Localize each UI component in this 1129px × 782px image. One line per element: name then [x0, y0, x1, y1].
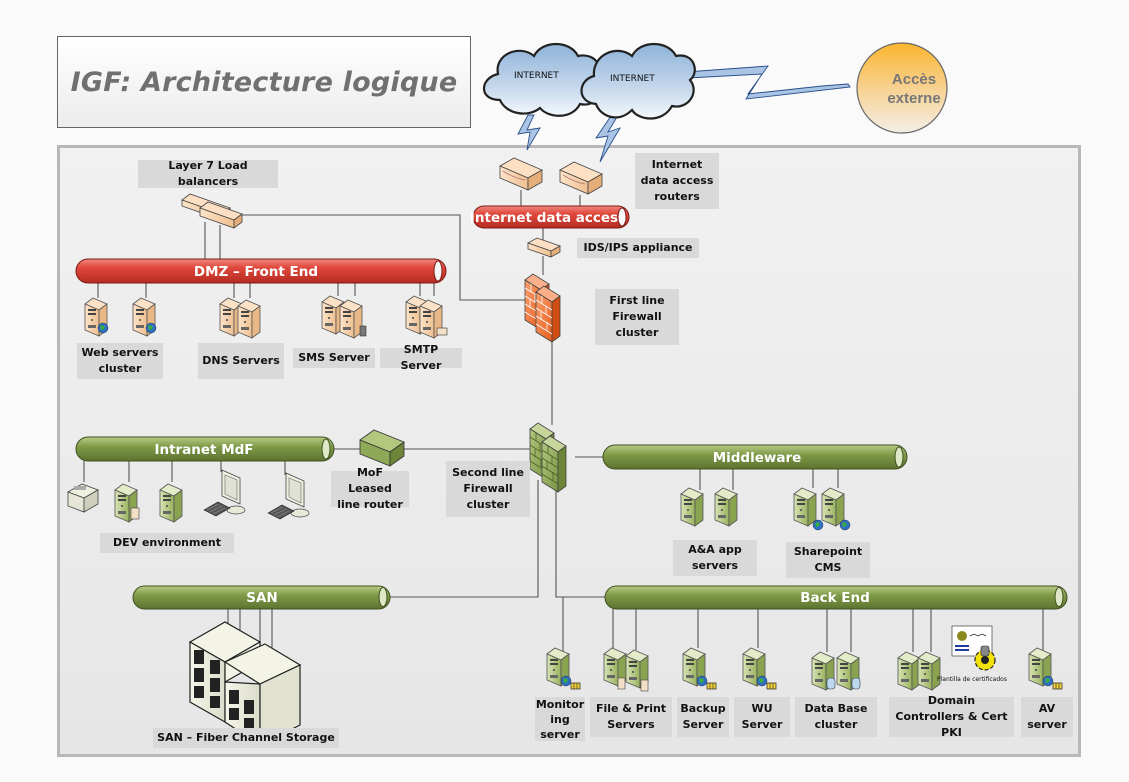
phone-icon [359, 325, 367, 337]
dev-server-icon [159, 483, 183, 523]
firewall-icon [535, 285, 561, 343]
mail-icon [436, 327, 448, 336]
bus-label: Internet data access [470, 210, 626, 226]
label-aa-servers: A&A app servers [673, 540, 757, 576]
lock-icon [1052, 682, 1063, 690]
globe-icon [145, 322, 157, 334]
file-icon [640, 679, 649, 692]
cert-template-label: Plantilla de certificados [937, 676, 1007, 683]
workstation-icon [267, 472, 310, 520]
label-sharepoint: Sharepoint CMS [786, 542, 870, 578]
globe-icon [560, 675, 572, 687]
label-dns-servers: DNS Servers [198, 343, 284, 379]
external-access-node: Accès externe [856, 42, 948, 134]
firewall-icon [541, 435, 567, 493]
label-first-firewall: First line Firewall cluster [595, 289, 679, 345]
printer-icon [67, 483, 99, 513]
database-icon [851, 677, 861, 690]
lock-icon [706, 682, 717, 690]
connection-lines [83, 190, 1044, 660]
label-domain-controllers: Domain Controllers & Cert PKI [889, 694, 1014, 739]
gear-icon [974, 645, 996, 671]
label-web-servers: Web servers cluster [77, 343, 163, 379]
label-internet-routers: Internet data access routers [635, 153, 719, 209]
title-box: IGF: Architecture logique [57, 36, 471, 128]
sms-server-icon [339, 299, 363, 339]
label-dev-environment: DEV environment [100, 533, 234, 553]
internet-router-icon [499, 157, 543, 191]
san-storage-icon [188, 621, 302, 747]
bus-dmz-front-end: DMZ – Front End [75, 258, 447, 284]
mof-router-icon [359, 429, 405, 467]
label-ids-ips: IDS/IPS appliance [577, 238, 699, 258]
globe-icon [756, 675, 768, 687]
label-mof-router: MoF Leased line router [331, 466, 409, 511]
bus-label: SAN [246, 590, 277, 606]
page-title: IGF: Architecture logique [70, 66, 458, 98]
sharepoint-server-icon [821, 487, 845, 527]
label-backup: Backup Server [677, 697, 729, 737]
cloud-label: INTERNET [514, 71, 559, 81]
globe-icon [1042, 675, 1054, 687]
sharepoint-server-icon [793, 487, 817, 527]
cloud-label: INTERNET [610, 74, 655, 84]
globe-icon [97, 322, 109, 334]
load-balancer-icon [181, 193, 243, 229]
label-monitoring: Monitor ing server [535, 697, 585, 741]
workstation-icon [203, 469, 246, 517]
label-second-firewall: Second line Firewall cluster [446, 461, 530, 517]
bus-label: Middleware [713, 450, 802, 466]
globe-icon [696, 675, 708, 687]
label-san-storage: SAN – Fiber Channel Storage [153, 728, 339, 748]
wan-link-lightning [517, 65, 851, 163]
external-access-label-line1: Accès [892, 71, 936, 88]
domain-controller-icon [897, 651, 921, 691]
label-load-balancers: Layer 7 Load balancers [138, 159, 278, 188]
bus-san: SAN [132, 585, 391, 610]
bus-back-end: Back End [604, 585, 1068, 610]
lock-icon [766, 682, 777, 690]
domain-controller-icon [917, 651, 941, 691]
external-access-label-line2: externe [887, 90, 940, 107]
bus-label: Back End [800, 590, 870, 606]
label-smtp-server: SMTP Server [380, 343, 462, 372]
ids-ips-appliance-icon [527, 237, 561, 258]
bus-internet-data-access: Internet data access [470, 205, 630, 229]
lock-icon [570, 682, 581, 690]
label-wu: WU Server [734, 697, 790, 737]
internet-cloud-2: INTERNET [580, 42, 696, 120]
file-icon [130, 507, 140, 520]
label-database: Data Base cluster [795, 697, 877, 737]
label-sms-server: SMS Server [293, 348, 375, 368]
aa-app-server-icon [680, 487, 704, 527]
globe-icon [812, 519, 824, 531]
internet-router-icon [559, 161, 603, 195]
label-av-server: AV server [1021, 697, 1073, 737]
internet-cloud-1: INTERNET [482, 42, 602, 117]
database-icon [826, 677, 836, 690]
aa-app-server-icon [714, 487, 738, 527]
label-file-print: File & Print Servers [590, 697, 672, 737]
globe-icon [839, 519, 851, 531]
bus-label: DMZ – Front End [194, 264, 318, 280]
bus-intranet-mdf: Intranet MdF [75, 436, 335, 462]
bus-middleware: Middleware [602, 444, 908, 470]
file-icon [617, 677, 626, 690]
bus-label: Intranet MdF [154, 442, 253, 458]
dns-server-icon [237, 299, 261, 339]
